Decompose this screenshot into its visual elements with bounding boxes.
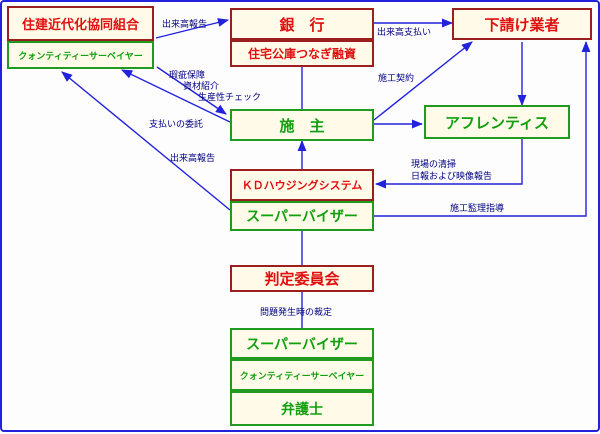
label-dekidaka-shiharai: 出来高支払い [377, 28, 432, 38]
arrow-sesyu-to-shitauke [373, 41, 473, 121]
label-shiharai-itaku: 支払いの委託 [149, 120, 204, 130]
label-dekidaka-top: 出来高報告 [162, 20, 208, 30]
label-nippo: 日報および映像報告 [411, 172, 493, 182]
node-sv-top: スーパーバイザー [230, 201, 374, 231]
node-qs-top: クォンティティーサーベイヤー [7, 41, 154, 69]
node-qs-bottom: クォンティティーサーベイヤー [230, 359, 374, 391]
node-sv-bottom: スーパーバイザー [230, 328, 374, 359]
label-sekou-keiyaku: 施工契約 [378, 74, 415, 84]
arrow-kumiai-to-bank [155, 18, 230, 39]
label-genba-seiso: 現場の清掃 [411, 160, 457, 170]
label-dekidaka-mid: 出来高報告 [170, 154, 216, 164]
label-seisansei: 生産性チェック [198, 93, 262, 103]
label-kashi-hosho: 瑕疵保障 [169, 71, 206, 81]
label-sekou-kanri: 施工監理指導 [450, 204, 505, 214]
node-kd: ＫＤハウジングシステム [230, 169, 374, 201]
node-kumiai: 住建近代化協同組合 [7, 6, 154, 41]
node-shitauke: 下請け業者 [452, 8, 592, 40]
node-aflentis: アフレンティス [424, 105, 570, 139]
node-sesyu: 施 主 [230, 109, 374, 141]
node-hantei: 判定委員会 [230, 265, 374, 292]
arrow-sesyu-to-qs [120, 69, 231, 123]
label-mondai: 問題発生時の裁定 [260, 308, 333, 318]
label-shizai-shokai: 資材紹介 [183, 82, 220, 92]
arrow-qs-to-sesyu [156, 66, 227, 115]
node-bank: 銀 行 [230, 8, 374, 40]
arrow-aflentis-to-kd [374, 139, 523, 189]
arrow-sv-to-kumiai [61, 71, 231, 211]
arrow-sv-to-shitauke [374, 40, 591, 217]
node-bengoshi: 弁護士 [230, 391, 374, 426]
node-jutaku: 住宅公庫つなぎ融資 [230, 40, 374, 67]
